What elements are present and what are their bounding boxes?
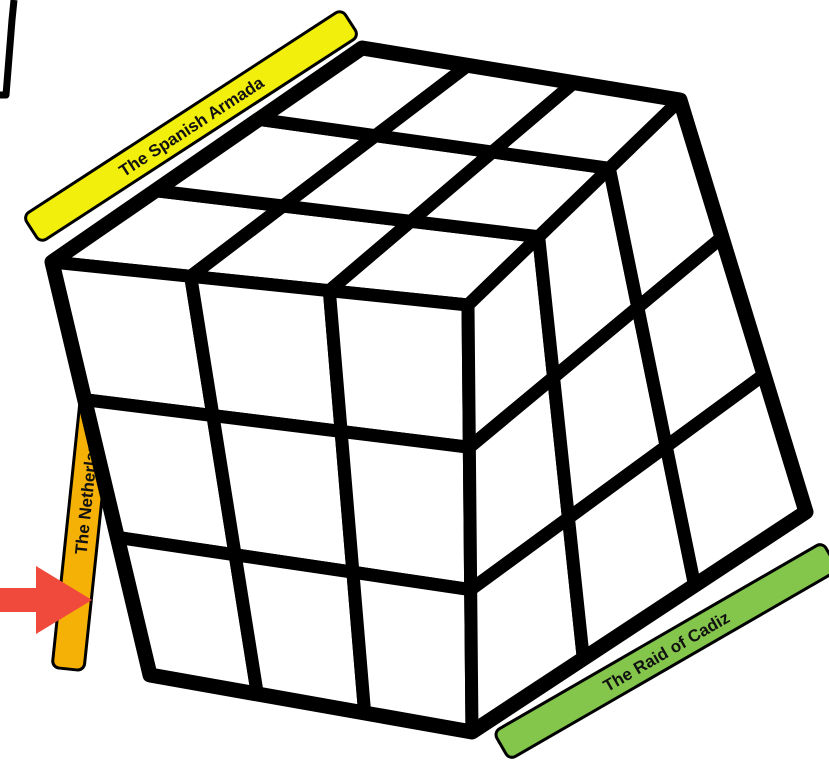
cube-sticker-left — [341, 431, 471, 589]
cube-sticker-left — [329, 291, 469, 448]
corner-frame-fragment — [0, 0, 14, 95]
cube-sticker-left — [191, 276, 341, 431]
